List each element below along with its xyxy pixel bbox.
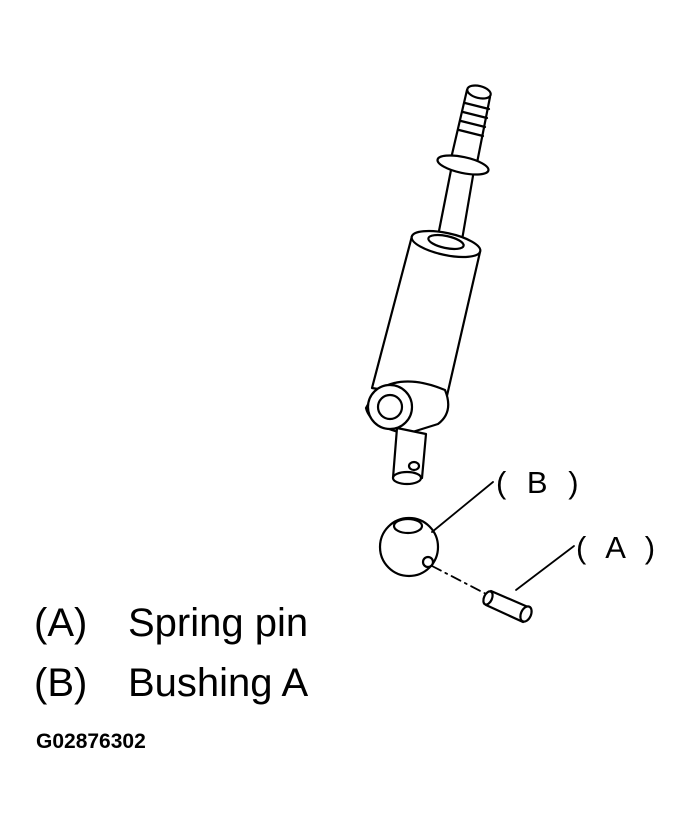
callout-b-label: ( B ): [496, 465, 585, 500]
leader-line-a: [515, 545, 575, 591]
rod-shaft: [436, 163, 476, 242]
rod-eye-end: [364, 380, 450, 436]
callout-a-label: ( A ): [576, 530, 662, 565]
legend-row-b: (B) Bushing A: [34, 663, 308, 703]
legend-key-b: (B): [34, 661, 88, 705]
leader-line-b: [431, 481, 494, 533]
legend-key-a: (A): [34, 601, 88, 645]
rod-stub: [391, 426, 428, 486]
rod-upper-end: [448, 84, 492, 170]
spring-pin-part: [482, 589, 533, 624]
rod-housing: [370, 229, 482, 402]
figure-id: G02876302: [36, 730, 146, 753]
legend-label-spring-pin: Spring pin: [128, 601, 309, 645]
bushing-a-part: [378, 516, 440, 578]
alignment-line: [431, 565, 491, 597]
legend-row-a: (A) Spring pin: [34, 603, 308, 643]
rod-washer: [436, 154, 490, 176]
legend-label-bushing-a: Bushing A: [128, 661, 309, 705]
